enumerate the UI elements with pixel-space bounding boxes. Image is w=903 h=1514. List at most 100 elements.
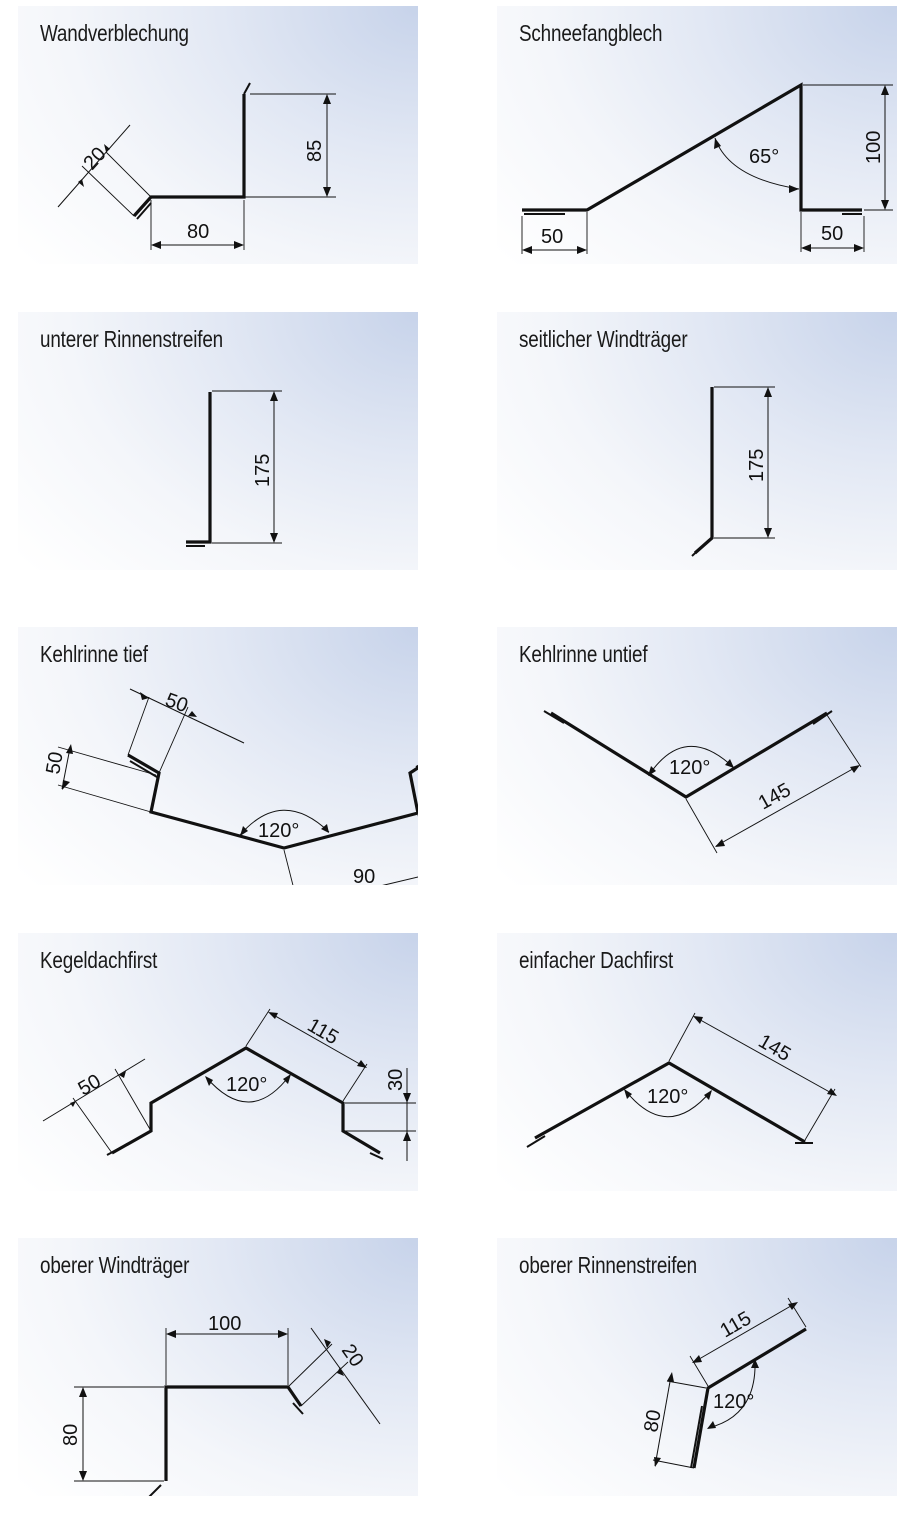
extension-line (74, 1386, 164, 1482)
hem-fold (148, 1484, 162, 1496)
hem-fold (812, 710, 833, 725)
profile-drawing: 115 120° 80 (640, 1297, 807, 1469)
sheet-profile (534, 1061, 806, 1144)
angle-arc (707, 1359, 756, 1429)
dimension-line (382, 876, 418, 885)
angle-label: 120° (713, 1391, 754, 1413)
dimension-label: 80 (640, 1408, 666, 1434)
extension-line (105, 151, 152, 198)
panel-title: seitlicher Windträger (519, 326, 688, 352)
dimension-line (654, 1375, 672, 1467)
dimension-arrow (324, 1339, 344, 1376)
dimension-label: 50 (821, 223, 843, 245)
dimension-arrow (403, 1093, 411, 1141)
angle-arc (624, 1089, 712, 1118)
hem-fold (691, 539, 710, 557)
sheet-profile (164, 1385, 303, 1481)
dimension-arrow (654, 1372, 674, 1467)
dimension-arrow (79, 1387, 87, 1481)
dimension-label: 145 (755, 779, 795, 814)
extension-line (150, 200, 245, 250)
panel-kehlrinne-tief: Kehlrinne tief 50 50 120° 90 (18, 627, 418, 885)
dimension-label: 90 (353, 866, 375, 885)
dimension-label: 115 (304, 1014, 343, 1049)
hem-fold (526, 1135, 546, 1148)
extension-line (714, 386, 775, 539)
dimension-arrow (62, 744, 73, 790)
sheet-profile (111, 1046, 381, 1155)
dimension-label: 50 (75, 1070, 105, 1100)
extension-line (652, 1380, 707, 1469)
panel-unterer-rinnenstreifen: unterer Rinnenstreifen 175 (18, 312, 418, 570)
hem-fold (415, 764, 418, 768)
angle-label: 120° (647, 1086, 688, 1108)
extension-line (165, 1328, 289, 1385)
dimension-label: 80 (60, 1424, 82, 1446)
angle-label: 65° (749, 146, 779, 168)
dimension-arrow (151, 241, 244, 249)
angle-arc (239, 809, 330, 836)
panel-title: unterer Rinnenstreifen (40, 326, 224, 352)
extension-line (244, 93, 336, 198)
panel-title: Kehlrinne untief (519, 641, 648, 667)
dimension-arrow (714, 138, 799, 193)
sheet-profile (186, 392, 212, 544)
panel-einfacher-dachfirst: einfacher Dachfirst 145 120° (497, 933, 897, 1191)
extension-line (283, 815, 418, 885)
dimension-arrow (70, 1071, 126, 1107)
profile-drawing: 175 (691, 386, 775, 557)
dimension-line (42, 1058, 146, 1122)
panel-title: einfacher Dachfirst (519, 947, 674, 973)
angle-label: 120° (669, 757, 710, 779)
dimension-label: 100 (863, 131, 885, 164)
extension-line (668, 1012, 836, 1141)
dimension-line (310, 1327, 381, 1425)
hem-fold (369, 1152, 384, 1160)
dimension-label: 145 (755, 1030, 795, 1066)
panel-title: Kehlrinne tief (40, 641, 148, 667)
dimension-arrow (140, 692, 197, 717)
dimension-arrow (78, 144, 110, 187)
angle-arc (205, 1074, 291, 1103)
hem-fold (136, 202, 152, 220)
profile-drawing: 65° 100 50 50 (521, 82, 893, 254)
profile-drawing: 50 115 30 120° (42, 1008, 416, 1161)
angle-arc (648, 745, 734, 776)
panel-seitlicher-windtraeger: seitlicher Windträger 175 (497, 312, 897, 570)
profile-drawing: 175 (186, 390, 282, 547)
panel-kehlrinne-untief: Kehlrinne untief 120° 145 (497, 627, 897, 885)
dimension-line (693, 1302, 797, 1363)
dimension-line (57, 124, 131, 208)
panel-wandverblechung: Wandverblechung 20 85 80 (18, 6, 418, 264)
panel-title: oberer Windträger (40, 1252, 190, 1278)
hem-fold (243, 82, 251, 95)
panel-oberer-windtraeger: oberer Windträger 100 20 80 (18, 1238, 418, 1496)
extension-line (245, 1008, 368, 1102)
dimension-arrow (707, 1359, 759, 1429)
dimension-label: 85 (304, 140, 326, 162)
angle-label: 120° (226, 1074, 267, 1096)
dimension-label: 175 (252, 454, 274, 487)
dimension-line (694, 1016, 836, 1096)
dimension-label: 50 (162, 689, 190, 717)
panel-title: oberer Rinnenstreifen (519, 1252, 697, 1278)
dimension-label: 175 (746, 449, 768, 482)
sheet-profile (550, 711, 828, 799)
hem-fold (543, 710, 565, 724)
extension-line (803, 84, 893, 211)
sheet-profile (692, 1327, 807, 1469)
extension-line (800, 212, 865, 252)
profile-drawing: 100 20 80 (60, 1313, 381, 1496)
extension-line (72, 1068, 152, 1154)
extension-line (127, 696, 189, 774)
profile-drawing: 145 120° (526, 1012, 837, 1148)
panel-title: Schneefangblech (519, 20, 663, 46)
panel-kegeldachfirst: Kegeldachfirst 50 115 30 120° (18, 933, 418, 1191)
extension-line (521, 212, 588, 254)
extension-line (57, 746, 157, 813)
panel-oberer-rinnenstreifen: oberer Rinnenstreifen 115 120° 80 (497, 1238, 897, 1496)
extension-line (345, 1102, 416, 1132)
sheet-profile (522, 82, 862, 212)
panel-title: Wandverblechung (40, 20, 189, 46)
extension-line (81, 165, 135, 217)
